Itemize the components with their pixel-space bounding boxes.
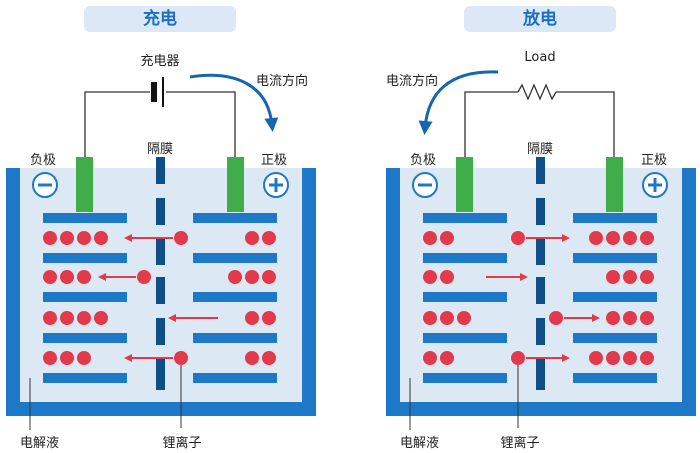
discharge-title: 放电 bbox=[464, 6, 616, 32]
charge-positive-label: 正极 bbox=[261, 153, 288, 168]
charge-electrolyte-label: 电解液 bbox=[20, 436, 60, 451]
discharge-current-arrow bbox=[418, 70, 499, 135]
charge-separator bbox=[156, 358, 165, 390]
discharge-current-direction-label: 电流方向 bbox=[386, 74, 439, 89]
charge-current-arrow bbox=[189, 73, 279, 132]
charge-title: 充电 bbox=[84, 6, 236, 32]
discharge-load-label: Load bbox=[524, 50, 556, 65]
discharge-positive-label: 正极 bbox=[641, 153, 668, 168]
charge-charger-label: 充电器 bbox=[140, 54, 180, 69]
discharge-positive-electrode bbox=[606, 157, 623, 212]
discharge-electrolyte-label: 电解液 bbox=[400, 436, 440, 451]
charge-cell bbox=[6, 73, 316, 430]
discharge-lithium-ion-label: 锂离子 bbox=[500, 436, 540, 451]
charge-negative-electrode bbox=[76, 157, 93, 212]
load-resistor-icon bbox=[517, 83, 557, 101]
discharge-negative-electrode bbox=[456, 157, 473, 212]
discharge-separator-label: 隔膜 bbox=[526, 142, 554, 157]
charge-negative-label: 负极 bbox=[30, 153, 57, 168]
charge-wire-right bbox=[166, 91, 236, 158]
charge-separator-label: 隔膜 bbox=[146, 142, 174, 157]
discharge-cell bbox=[386, 70, 696, 430]
charger-symbol-thin bbox=[162, 77, 164, 107]
charge-lithium-ion-label: 锂离子 bbox=[162, 436, 202, 451]
charger-symbol-thick bbox=[151, 82, 157, 102]
charge-wire-left bbox=[84, 91, 150, 158]
charge-current-direction-label: 电流方向 bbox=[256, 74, 309, 89]
charge-positive-electrode bbox=[227, 157, 244, 212]
discharge-negative-label: 负极 bbox=[410, 153, 437, 168]
